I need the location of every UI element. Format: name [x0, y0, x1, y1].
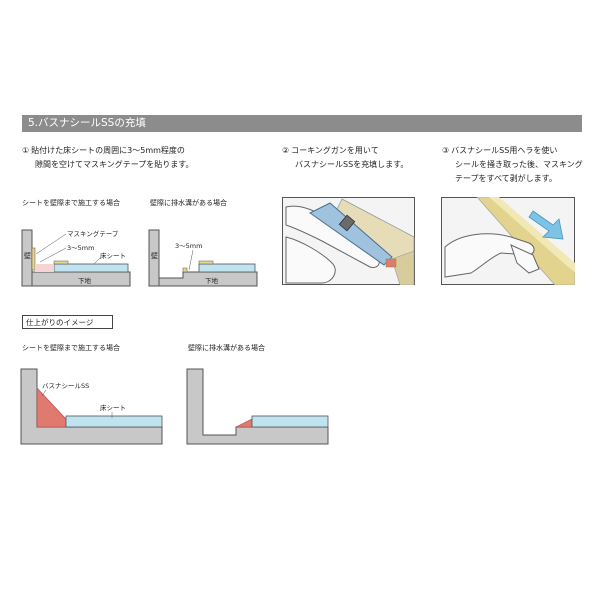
floor-sheet-label: 床シート	[100, 251, 126, 260]
wall-label: 壁	[24, 251, 31, 260]
finish-left-caption: シートを壁際まで施工する場合	[22, 344, 120, 352]
step-1-line2: 隙間を空けてマスキングテープを貼ります。	[35, 160, 194, 169]
floor-sheet-shape	[53, 263, 129, 273]
gloved-hand	[444, 233, 535, 278]
masking-tape-wall	[31, 247, 36, 271]
floor-sheet-shape	[65, 415, 163, 428]
gap-label: 3〜5mm	[175, 242, 202, 250]
sealant-shape	[235, 418, 253, 428]
step-2-line2: バスナシールSSを充填します。	[295, 160, 409, 169]
step-3-line3: テープをすべて剥がします。	[455, 174, 557, 183]
finish-diagram-drain	[186, 368, 329, 445]
floor-sheet-shape	[251, 415, 329, 428]
small-diagram-drain: 壁 3〜5mm 下地	[148, 229, 258, 287]
finish-section-title: 仕上がりのイメージ	[26, 318, 94, 327]
sealant-bead	[385, 258, 397, 268]
photo-spatula	[441, 197, 575, 285]
small-left-caption: シートを壁際まで施工する場合	[22, 199, 120, 207]
finish-section-box: 仕上がりのイメージ	[22, 315, 113, 329]
spatula-tool	[510, 244, 540, 274]
masking-tape-drain	[182, 267, 188, 273]
wall-label: 壁	[151, 251, 158, 260]
substrate-label: 下地	[205, 276, 219, 285]
caulking-gun-body	[309, 202, 393, 266]
gap-area	[35, 264, 54, 272]
step-3-line2: シールを掻き取った後、マスキング	[455, 160, 583, 169]
section-header: 5.バスナシールSSの充填	[22, 115, 582, 132]
section-title: 5.バスナシールSSの充填	[28, 117, 146, 129]
wall-substrate-shape	[186, 368, 329, 445]
photo-caulking-gun	[282, 197, 415, 285]
step-1-line1: 貼付けた床シートの周囲に3〜5mm程度の	[31, 146, 185, 155]
step-3-line1: バスナシールSS用ヘラを使い	[451, 146, 558, 155]
floor-sheet-shape	[198, 263, 256, 273]
arrow-icon	[528, 210, 564, 240]
step-2-number: ②	[282, 146, 290, 155]
step-1-number: ①	[22, 146, 30, 155]
finish-right-caption: 壁際に排水溝がある場合	[188, 344, 265, 352]
masking-tape-label: マスキングテープ	[67, 229, 119, 238]
small-diagram-wall-edge: 壁 マスキングテープ 3〜5mm 床シート 下地	[21, 229, 131, 287]
sealant-label: バスナシールSS	[42, 382, 89, 390]
masking-tape-floor	[198, 260, 214, 265]
small-right-caption: 壁際に排水溝がある場合	[150, 199, 227, 207]
masking-tape-floor	[53, 260, 69, 265]
finish-diagram-wall-edge: バスナシールSS 床シート	[20, 368, 163, 445]
wall-shape	[148, 229, 160, 287]
floor-sheet-label: 床シート	[100, 403, 126, 412]
sealant-shape	[36, 387, 67, 428]
gap-label: 3〜5mm	[67, 244, 94, 252]
substrate-label: 下地	[78, 276, 92, 285]
step-3-number: ③	[442, 146, 450, 155]
step-2-line1: コーキングガンを用いて	[291, 146, 379, 155]
